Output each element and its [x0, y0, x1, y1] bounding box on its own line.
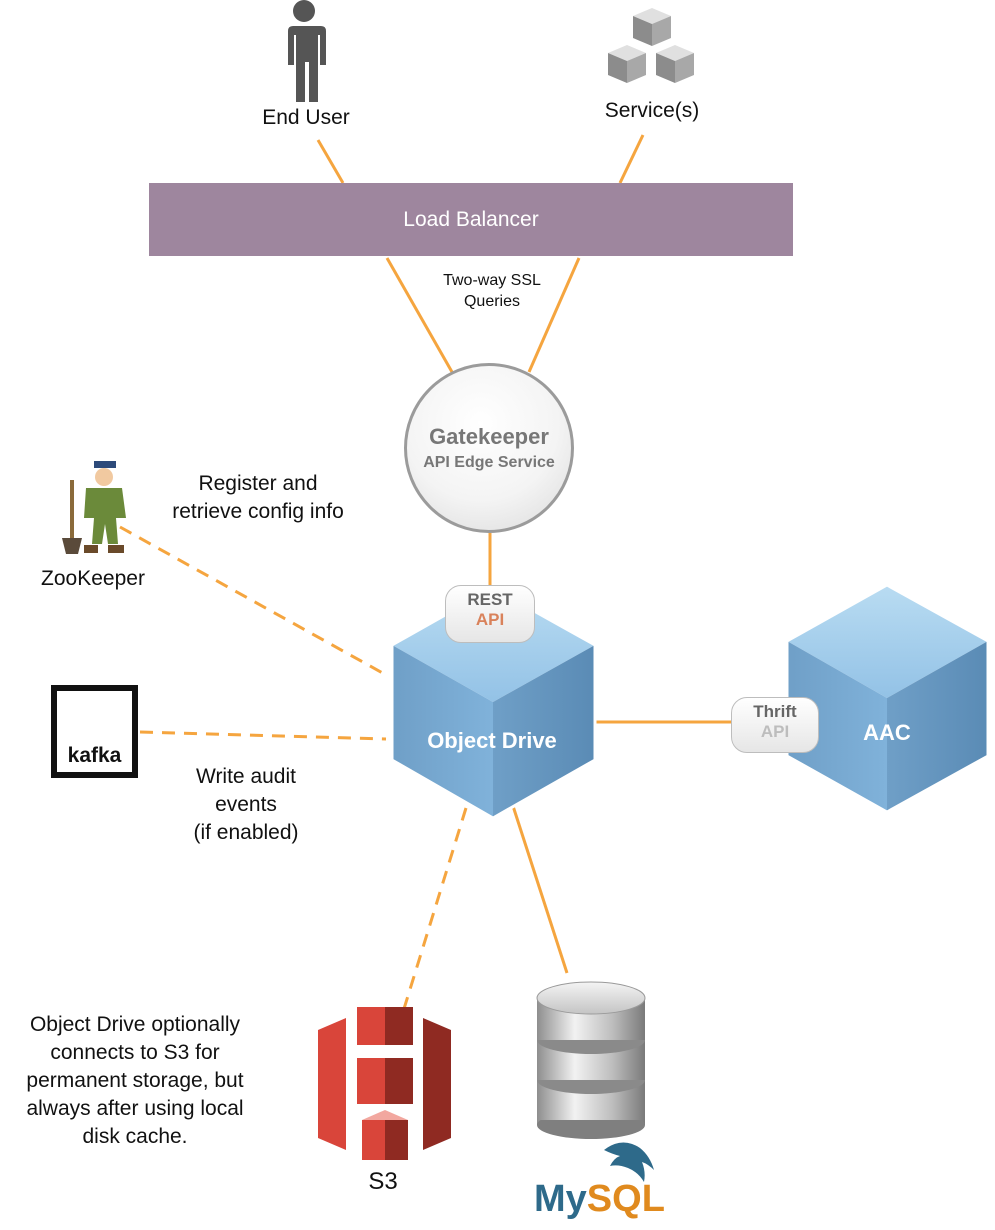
lb-to-gatekeeper-line-left	[385, 257, 454, 373]
mysql-logo: MySQL	[534, 1178, 665, 1221]
s3-note-line5: disk cache.	[82, 1125, 188, 1148]
aac-cube	[785, 583, 990, 814]
s3-note-line3: permanent storage, but	[26, 1069, 244, 1092]
audit-annotation-line2: events	[215, 793, 277, 816]
rest-api-line2: API	[475, 610, 505, 629]
s3-bucket-icon	[318, 1007, 451, 1160]
thrift-api-line2: API	[760, 722, 790, 741]
kafka-wordmark: kafka	[67, 744, 122, 767]
register-annotation: Register and retrieve config info	[148, 470, 368, 526]
thrift-api-badge: Thrift API	[731, 697, 819, 753]
register-annotation-line1: Register and	[198, 472, 318, 495]
load-balancer: Load Balancer	[149, 183, 793, 256]
s3-note-line4: always after using local	[26, 1097, 244, 1120]
ssl-annotation-line2: Queries	[463, 293, 521, 310]
database-icon	[536, 981, 646, 1139]
gatekeeper-subtitle: API Edge Service	[423, 454, 555, 471]
thrift-api-line1: Thrift	[753, 702, 797, 721]
aac-label: AAC	[863, 720, 911, 745]
gatekeeper-title: Gatekeeper	[429, 424, 549, 449]
rest-api-line1: REST	[467, 590, 513, 609]
s3-note-line2: connects to S3 for	[50, 1041, 220, 1064]
zookeeper-label: ZooKeeper	[41, 567, 145, 590]
gatekeeper-node: Gatekeeper API Edge Service	[404, 363, 574, 533]
object-drive-to-mysql-line	[511, 805, 569, 974]
rest-api-badge: REST API	[445, 585, 535, 643]
end-user-to-load-balancer-line	[316, 139, 345, 184]
s3-dashed-line	[401, 807, 468, 1013]
register-annotation-line2: retrieve config info	[172, 500, 344, 523]
mysql-dolphin-icon	[604, 1142, 654, 1182]
s3-note-line1: Object Drive optionally	[29, 1013, 241, 1036]
zookeeper-dashed-line	[119, 525, 389, 678]
lb-to-gatekeeper-line-right	[527, 257, 581, 373]
s3-label: S3	[368, 1168, 398, 1195]
services-cubes-icon	[608, 8, 694, 83]
mysql-logo-my: My	[534, 1178, 587, 1220]
mysql-logo-sql: SQL	[586, 1178, 665, 1220]
audit-annotation-line3: (if enabled)	[193, 821, 299, 844]
kafka-logo: kafka	[51, 685, 138, 778]
zookeeper-mascot-icon	[62, 461, 126, 554]
object-drive-label: Object Drive	[427, 728, 557, 753]
kafka-dashed-line	[139, 730, 387, 741]
object-drive-cube	[390, 586, 597, 820]
load-balancer-label: Load Balancer	[403, 207, 539, 231]
s3-note: Object Drive optionally connects to S3 f…	[5, 1011, 265, 1151]
person-icon	[288, 0, 326, 102]
audit-annotation-line1: Write audit	[196, 765, 296, 788]
ssl-annotation: Two-way SSL Queries	[412, 270, 572, 312]
services-to-load-balancer-line	[618, 134, 645, 184]
audit-annotation: Write audit events (if enabled)	[160, 763, 332, 847]
end-user-label: End User	[262, 106, 350, 129]
ssl-annotation-line1: Two-way SSL	[443, 272, 541, 289]
connectors	[119, 134, 735, 1013]
services-label: Service(s)	[604, 99, 700, 122]
